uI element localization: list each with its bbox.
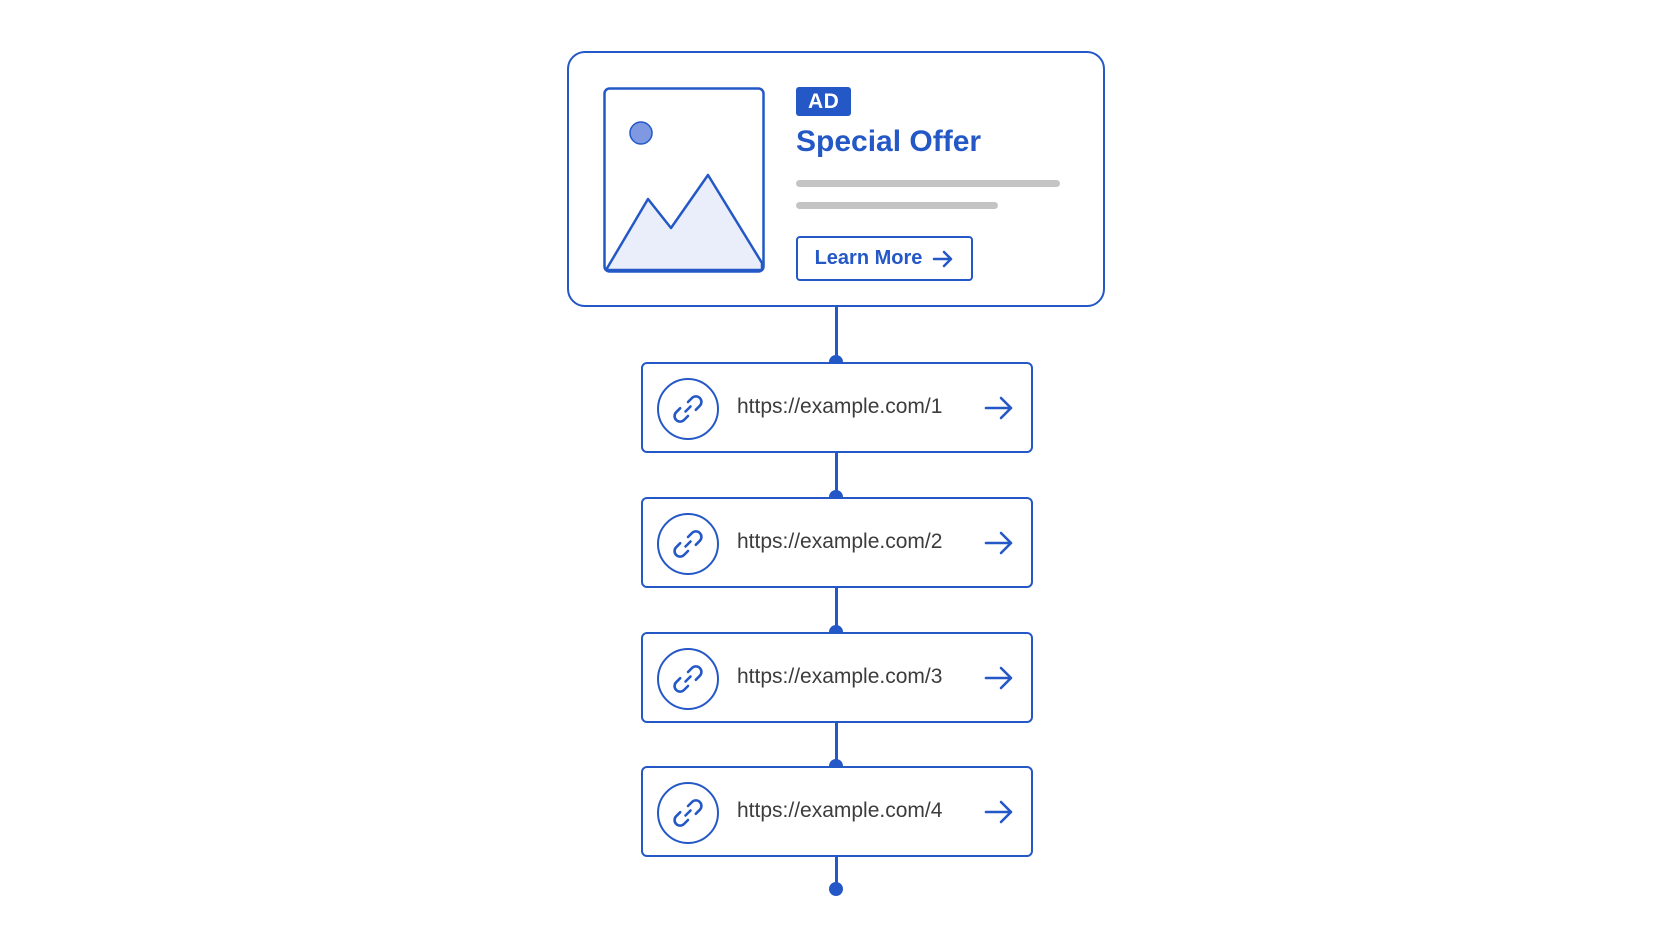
connector-dot <box>829 882 843 896</box>
connector-line <box>834 722 838 766</box>
learn-more-label: Learn More <box>814 247 923 269</box>
ad-card[interactable]: AD Special Offer Learn More <box>567 51 1105 307</box>
connector-line <box>834 588 838 632</box>
link-icon <box>657 513 719 575</box>
ad-title: Special Offer <box>796 125 982 158</box>
image-placeholder-icon <box>603 87 765 273</box>
link-icon <box>657 378 719 440</box>
placeholder-text-line <box>796 180 1060 187</box>
link-icon <box>657 782 719 844</box>
ad-badge: AD <box>796 87 852 116</box>
redirect-link-row[interactable]: https://example.com/1 <box>641 362 1033 453</box>
link-url[interactable]: https://example.com/1 <box>737 395 943 418</box>
arrow-right-icon[interactable] <box>983 796 1015 828</box>
arrow-right-icon <box>933 250 953 267</box>
connector-line <box>834 857 838 889</box>
redirect-link-row[interactable]: https://example.com/3 <box>641 632 1033 723</box>
connector-line <box>834 453 838 497</box>
link-url[interactable]: https://example.com/4 <box>737 799 943 822</box>
link-url[interactable]: https://example.com/2 <box>737 530 943 553</box>
arrow-right-icon[interactable] <box>983 662 1015 694</box>
redirect-link-row[interactable]: https://example.com/4 <box>641 766 1033 857</box>
placeholder-text-line <box>796 202 998 209</box>
link-url[interactable]: https://example.com/3 <box>737 665 943 688</box>
arrow-right-icon[interactable] <box>983 392 1015 424</box>
arrow-right-icon[interactable] <box>983 527 1015 559</box>
learn-more-button[interactable]: Learn More <box>796 236 973 281</box>
link-icon <box>657 648 719 710</box>
connector-line <box>834 307 838 362</box>
redirect-link-row[interactable]: https://example.com/2 <box>641 497 1033 588</box>
